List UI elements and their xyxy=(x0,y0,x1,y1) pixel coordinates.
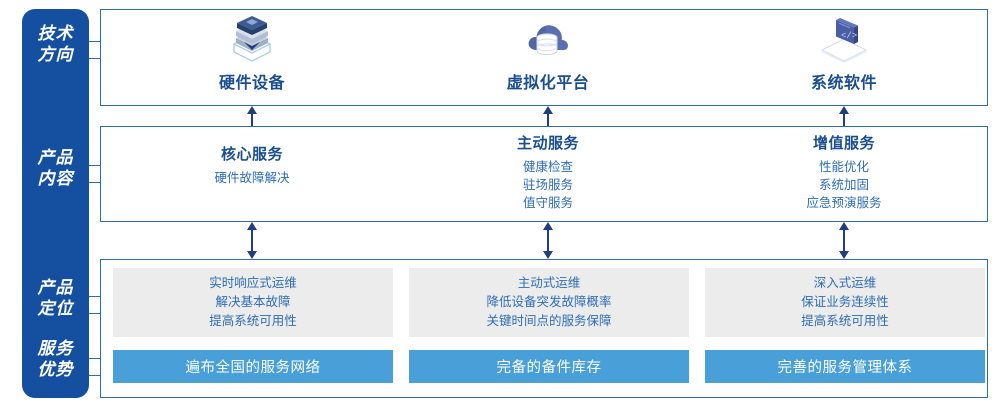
content-column-core-service[interactable]: 核心服务 硬件故障解决 xyxy=(104,143,400,187)
positioning-line: 提高系统可用性 xyxy=(801,314,889,328)
svg-text:</>: </> xyxy=(841,31,857,41)
arrow-double-core-service xyxy=(246,222,258,259)
rail-label-tech-direction: 技术 方向 xyxy=(22,23,89,65)
rail-label-line: 优势 xyxy=(37,360,74,379)
tech-column-system-software[interactable]: </> 系统软件 xyxy=(696,12,992,93)
content-item: 值守服务 xyxy=(522,196,573,210)
content-column-value-added-service[interactable]: 增值服务 性能优化 系统加固 应急预演服务 xyxy=(696,132,992,212)
rail-label-line: 产品 xyxy=(37,278,74,297)
tech-column-virtualization[interactable]: 虚拟化平台 xyxy=(400,12,696,93)
rail-label-line: 服务 xyxy=(37,339,74,358)
positioning-card-indepth[interactable]: 深入式运维 保证业务连续性 提高系统可用性 xyxy=(705,268,985,337)
rail-label-line: 内容 xyxy=(37,169,74,188)
arrow-up-system-software xyxy=(838,106,850,126)
arrow-double-value-added-service xyxy=(838,222,850,259)
positioning-line: 提高系统可用性 xyxy=(209,314,297,328)
content-item: 驻场服务 xyxy=(522,178,573,192)
rail-label-line: 定位 xyxy=(37,299,74,318)
arrow-up-hardware xyxy=(246,106,258,126)
positioning-line: 实时响应式运维 xyxy=(209,276,297,290)
content-title: 主动服务 xyxy=(516,135,579,152)
rail-label-line: 技术 xyxy=(37,24,74,43)
server-stack-icon xyxy=(104,12,400,64)
panel-product-content xyxy=(100,126,988,222)
content-item: 硬件故障解决 xyxy=(214,171,290,185)
rail-label-line: 产品 xyxy=(37,148,74,167)
content-item: 应急预演服务 xyxy=(806,196,882,210)
positioning-line: 保证业务连续性 xyxy=(801,295,889,309)
advantage-bar-management-system[interactable]: 完善的服务管理体系 xyxy=(705,350,985,383)
rail-label-line: 方向 xyxy=(37,45,74,64)
positioning-line: 关键时间点的服务保障 xyxy=(486,314,612,328)
content-item: 健康检查 xyxy=(522,160,573,174)
tech-column-hardware[interactable]: 硬件设备 xyxy=(104,12,400,93)
positioning-line: 主动式运维 xyxy=(517,276,581,290)
content-title: 增值服务 xyxy=(812,135,875,152)
cloud-database-icon xyxy=(400,12,696,64)
positioning-card-realtime[interactable]: 实时响应式运维 解决基本故障 提高系统可用性 xyxy=(113,268,393,337)
arrow-up-virtualization xyxy=(542,106,554,126)
content-item: 系统加固 xyxy=(818,178,869,192)
advantage-bar-network[interactable]: 遍布全国的服务网络 xyxy=(113,350,393,383)
positioning-card-proactive[interactable]: 主动式运维 降低设备突发故障概率 关键时间点的服务保障 xyxy=(409,268,689,337)
content-item: 性能优化 xyxy=(818,160,869,174)
positioning-line: 深入式运维 xyxy=(813,276,877,290)
rail-label-service-advantage: 服务 优势 xyxy=(22,338,89,380)
rail-label-product-content: 产品 内容 xyxy=(22,147,89,189)
laptop-code-icon: </> xyxy=(696,12,992,64)
rail-label-product-position: 产品 定位 xyxy=(22,277,89,319)
left-rail xyxy=(22,9,89,398)
positioning-line: 解决基本故障 xyxy=(215,295,291,309)
advantage-bar-spare-parts[interactable]: 完备的备件库存 xyxy=(409,350,689,383)
tech-title: 虚拟化平台 xyxy=(506,75,590,92)
positioning-line: 降低设备突发故障概率 xyxy=(486,295,612,309)
tech-title: 系统软件 xyxy=(810,75,877,92)
arrow-double-proactive-service xyxy=(542,222,554,259)
content-title: 核心服务 xyxy=(220,146,283,163)
content-column-proactive-service[interactable]: 主动服务 健康检查 驻场服务 值守服务 xyxy=(400,132,696,212)
tech-title: 硬件设备 xyxy=(218,75,285,92)
